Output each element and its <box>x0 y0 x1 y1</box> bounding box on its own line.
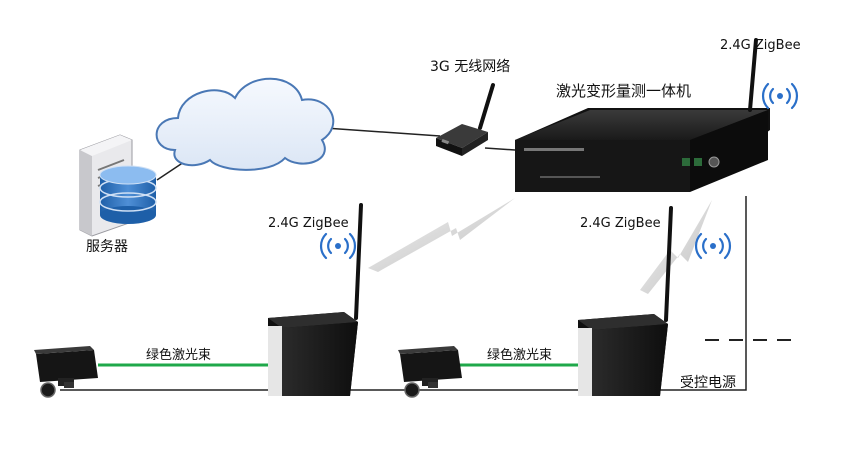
laser-label-left: 绿色激光束 <box>146 348 212 363</box>
network-3g-label: 3G 无线网络 <box>430 59 511 75</box>
router-icon <box>436 83 495 156</box>
laser-emitter-icon <box>34 346 98 398</box>
server-icon <box>79 134 157 237</box>
rack-device-icon <box>515 38 770 192</box>
power-label: 受控电源 <box>680 375 736 391</box>
device-name-label: 激光变形量测一体机 <box>556 82 692 100</box>
cloud-icon <box>155 77 335 171</box>
router-device-line <box>484 147 516 151</box>
receiver-box-icon <box>268 203 363 396</box>
zigbee-label-left: 2.4G ZigBee <box>268 216 349 231</box>
laser-emitter-icon <box>398 346 462 398</box>
zigbee-label-top: 2.4G ZigBee <box>720 38 801 53</box>
zigbee-label-mid: 2.4G ZigBee <box>580 216 661 231</box>
wifi-signal-icon <box>319 82 799 260</box>
laser-label-right: 绿色激光束 <box>487 348 553 363</box>
cloud-router-line <box>324 127 441 137</box>
receiver-box-icon <box>578 206 673 396</box>
server-label: 服务器 <box>86 239 128 255</box>
lightning-link-icon <box>368 198 712 294</box>
